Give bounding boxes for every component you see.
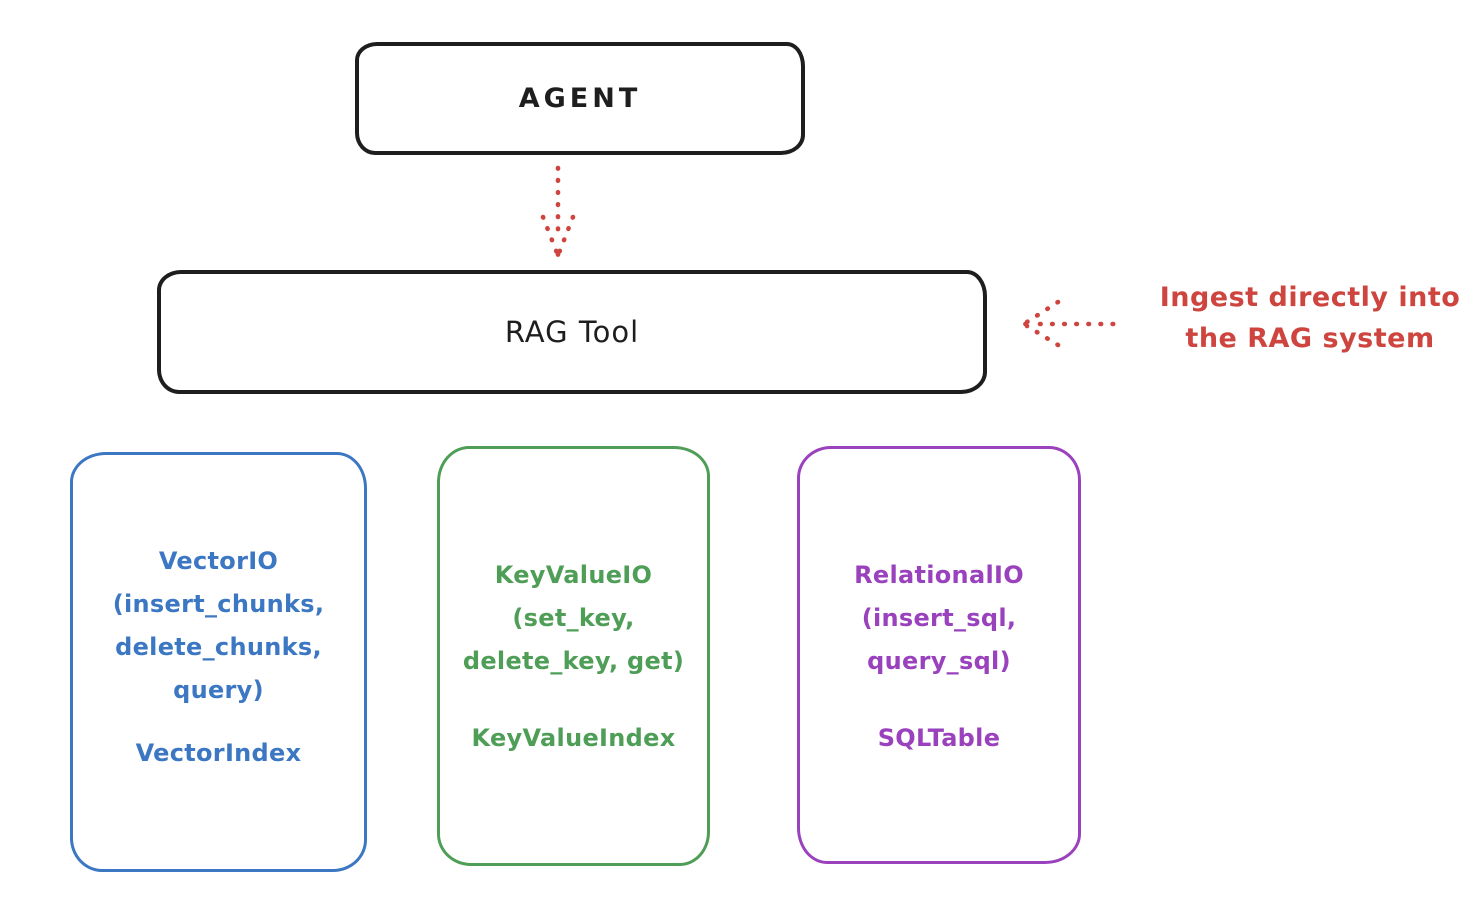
agent-to-ragtool-arrow [540, 165, 576, 258]
vector-io-signature: VectorIO (insert_chunks, delete_chunks, … [113, 540, 325, 712]
relational-io-signature: RelationalIO (insert_sql, query_sql) [854, 554, 1024, 683]
vector-index-label: VectorIndex [135, 739, 302, 767]
agent-box: AGENT [355, 42, 805, 155]
sql-table-label: SQLTable [877, 724, 1001, 752]
storage-box-line: KeyValueIO [494, 561, 653, 589]
storage-box-line: query_sql) [867, 647, 1011, 675]
ingest-annotation-arrow [1022, 299, 1125, 348]
vector-io-box: VectorIO (insert_chunks, delete_chunks, … [70, 452, 367, 872]
storage-box-line: (set_key, [512, 604, 635, 632]
ingest-annotation: Ingest directly into the RAG system [1140, 277, 1480, 359]
ingest-annotation-line1: Ingest directly into [1159, 282, 1461, 313]
storage-box-line: (insert_chunks, [112, 590, 325, 618]
storage-box-line: query) [173, 676, 264, 704]
key-value-io-signature: KeyValueIO (set_key, delete_key, get) [463, 554, 684, 683]
storage-box-line: RelationalIO [854, 561, 1024, 589]
ingest-annotation-line2: the RAG system [1185, 323, 1435, 354]
agent-box-label: AGENT [518, 83, 642, 114]
relational-io-box: RelationalIO (insert_sql, query_sql) SQL… [797, 446, 1081, 864]
key-value-index-label: KeyValueIndex [471, 724, 676, 752]
storage-box-line: delete_chunks, [115, 633, 322, 661]
storage-box-line: (insert_sql, [861, 604, 1017, 632]
key-value-io-box: KeyValueIO (set_key, delete_key, get) Ke… [437, 446, 710, 866]
storage-box-line: VectorIO [158, 547, 279, 575]
rag-tool-box: RAG Tool [157, 270, 987, 394]
rag-tool-box-label: RAG Tool [504, 315, 640, 349]
storage-box-line: delete_key, get) [462, 647, 685, 675]
